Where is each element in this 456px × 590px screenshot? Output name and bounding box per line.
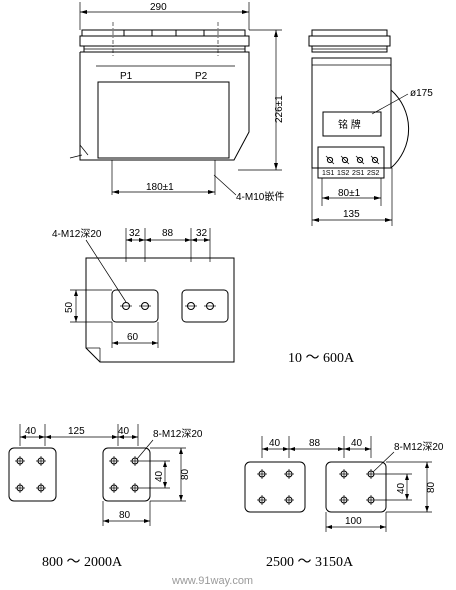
diameter-dim: ø175 [410, 88, 433, 99]
front-spacing-dim: 180±1 [146, 182, 174, 193]
dim-32-right: 32 [196, 228, 208, 239]
terminal-2s2: 2S2 [367, 170, 380, 177]
label-10-600a: 10 ～ 600A [288, 351, 355, 366]
dim-50: 50 [64, 301, 75, 313]
dim-40-right-b: 40 [351, 438, 363, 449]
front-width-dim: 290 [150, 2, 167, 13]
nameplate-label: 铭 牌 [338, 118, 361, 131]
dim-88: 88 [162, 228, 174, 239]
dim-80-width: 80 [119, 510, 131, 521]
terminal-1s1: 1S1 [322, 170, 335, 177]
dim-32-left: 32 [129, 228, 141, 239]
terminal-screws [325, 155, 380, 165]
hole-note-800-2000: 8-M12深20 [153, 428, 203, 440]
side-view: 铭 牌 ø175 1S1 1S2 2S1 2S2 80±1 135 [308, 29, 433, 226]
terminal-layout-2500-3150: 40 88 40 [244, 436, 444, 570]
dim-40-left: 40 [25, 426, 37, 437]
dim-80-height: 80 [180, 468, 191, 480]
side-width-dim: 135 [343, 209, 360, 220]
dim-40-left-b: 40 [269, 438, 281, 449]
terminal-p1-label: P1 [120, 71, 133, 82]
hole-note-10-600: 4-M12深20 [52, 228, 102, 240]
label-2500-3150a: 2500 ～ 3150A [266, 555, 354, 570]
holes-2500-3150 [257, 469, 376, 505]
terminal-layout-10-600: 4-M12深20 32 88 32 [52, 228, 355, 366]
watermark: www.91way.com [171, 575, 253, 587]
hole-note-2500-3150: 8-M12深20 [394, 441, 444, 453]
side-spacing-dim: 80±1 [338, 188, 361, 199]
dim-40-inner: 40 [154, 470, 165, 482]
dim-80-height-b: 80 [426, 481, 437, 493]
dim-88-b: 88 [309, 438, 321, 449]
holes-10-600 [120, 302, 216, 310]
front-height-dim: 226±1 [274, 95, 285, 123]
terminal-layout-800-2000: 40 125 40 [8, 424, 203, 570]
dim-40-inner-b: 40 [396, 482, 407, 494]
front-view: 290 P1 P2 226±1 180±1 4 [69, 2, 285, 203]
label-800-2000a: 800 ～ 2000A [42, 555, 123, 570]
insert-note: 4-M10嵌件 [236, 191, 284, 203]
terminal-2s1: 2S1 [352, 170, 365, 177]
holes-800-2000 [15, 456, 140, 493]
dim-40-right: 40 [118, 426, 130, 437]
terminal-p2-label: P2 [195, 71, 208, 82]
dim-60: 60 [127, 332, 139, 343]
dim-125: 125 [68, 426, 85, 437]
dim-100-width: 100 [345, 516, 362, 527]
terminal-1s2: 1S2 [337, 170, 350, 177]
